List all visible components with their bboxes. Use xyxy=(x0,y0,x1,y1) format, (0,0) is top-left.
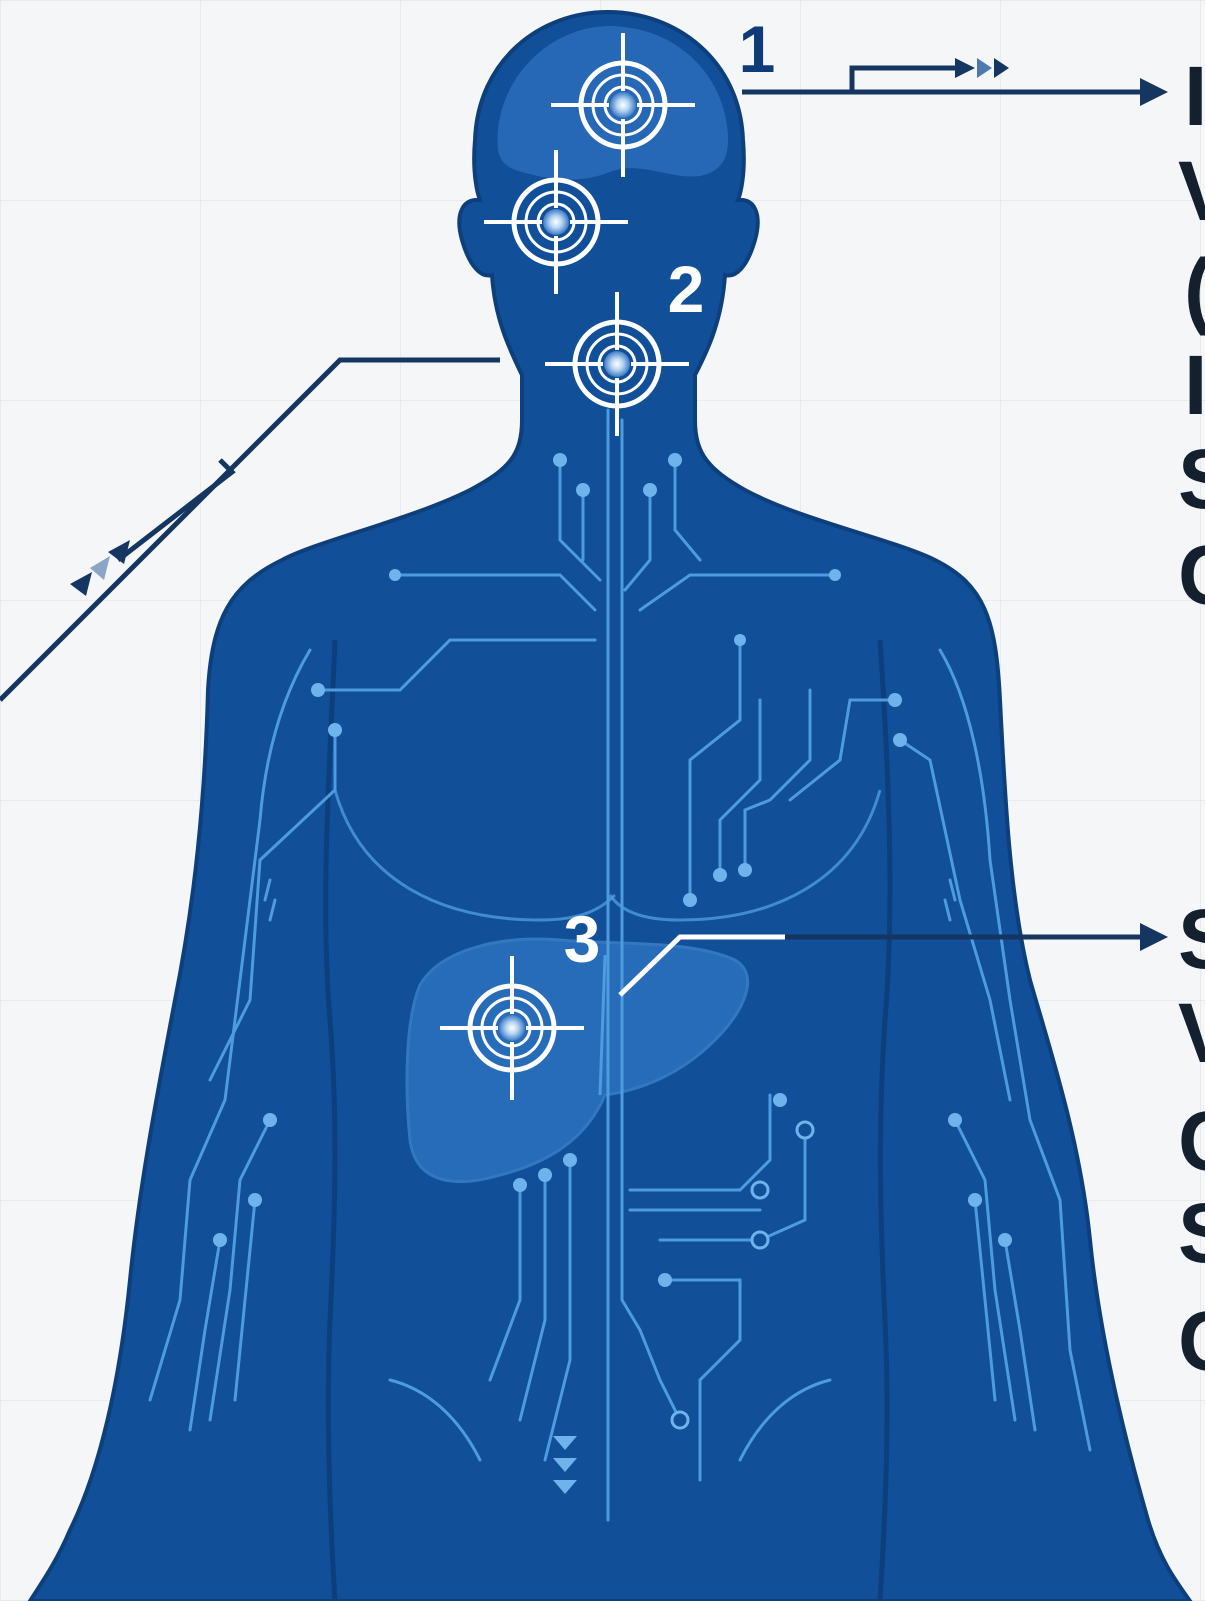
edge-letter: I xyxy=(1184,338,1205,432)
edge-letter: V xyxy=(1178,986,1205,1080)
edge-letter: C xyxy=(1178,1294,1205,1388)
edge-letter: S xyxy=(1178,1186,1205,1280)
edge-letter: C xyxy=(1178,1094,1205,1188)
edge-letter: ( xyxy=(1184,242,1205,336)
callout-number-1: 1 xyxy=(739,12,776,86)
edge-letter: C xyxy=(1178,528,1205,622)
edge-letter: I xyxy=(1184,49,1205,143)
callout-number-3: 3 xyxy=(564,902,601,976)
edge-letter: S xyxy=(1178,892,1205,986)
right-edge-text-block-2: S V C S C xyxy=(1178,892,1205,1388)
callout-number-2: 2 xyxy=(668,252,705,326)
edge-letter: S xyxy=(1178,432,1205,526)
edge-letter: V xyxy=(1178,144,1205,238)
